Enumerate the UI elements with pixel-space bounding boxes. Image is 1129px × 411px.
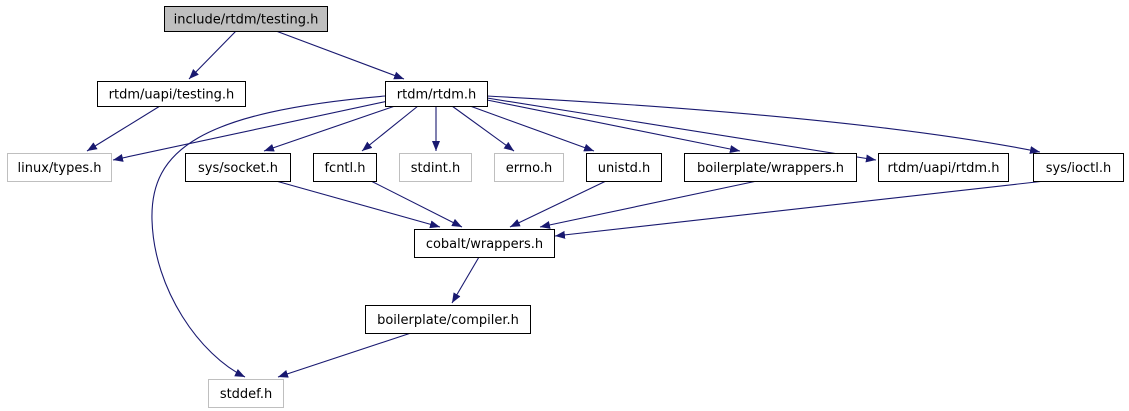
node-box (313, 153, 377, 182)
node-box (878, 153, 1009, 182)
node-label: boilerplate/compiler.h (377, 313, 519, 328)
edge-bp-compiler-h-to-stddef-h (277, 332, 412, 378)
edge-rtdm-h-to-unistd-h (469, 105, 595, 152)
node-label: stddef.h (220, 387, 272, 402)
node-errno-h: errno.h (494, 153, 564, 182)
node-rtdm-h[interactable]: rtdm/rtdm.h (385, 81, 488, 107)
node-stdint-h: stdint.h (399, 153, 472, 182)
node-box (494, 153, 564, 182)
edge-rtdm-h-to-errno-h (451, 105, 515, 152)
node-bp-compiler-h[interactable]: boilerplate/compiler.h (365, 305, 531, 334)
edge-rtdm-h-to-sys-socket-h (263, 105, 396, 152)
edge-uapi-testing-h-to-linux-types-h (86, 105, 161, 152)
node-box (385, 81, 488, 107)
edge-testing-h-to-rtdm-h (275, 30, 405, 80)
node-sys-socket-h[interactable]: sys/socket.h (185, 153, 291, 182)
edges (86, 30, 1046, 378)
node-label: rtdm/uapi/rtdm.h (888, 161, 1000, 176)
edge-rtdm-h-to-sys-ioctl-h (486, 95, 1041, 154)
node-testing-h[interactable]: include/rtdm/testing.h (164, 6, 328, 32)
node-box (164, 6, 328, 32)
edge-unistd-h-to-cobalt-wrappers-h (509, 180, 607, 228)
edge-rtdm-h-to-linux-types-h (112, 100, 389, 162)
node-label: cobalt/wrappers.h (426, 237, 543, 252)
edge-sys-socket-h-to-cobalt-wrappers-h (275, 180, 441, 229)
node-sys-ioctl-h[interactable]: sys/ioctl.h (1033, 153, 1124, 182)
node-label: rtdm/rtdm.h (397, 88, 476, 103)
node-cobalt-wrappers-h[interactable]: cobalt/wrappers.h (414, 229, 555, 258)
edge-bp-wrappers-h-to-cobalt-wrappers-h (539, 180, 758, 229)
node-label: fcntl.h (324, 161, 365, 176)
edge-rtdm-h-to-stddef-h (151, 95, 386, 378)
node-box (414, 229, 555, 258)
node-box (586, 153, 662, 182)
node-label: unistd.h (598, 161, 651, 176)
node-uapi-testing-h[interactable]: rtdm/uapi/testing.h (97, 81, 246, 107)
edge-rtdm-h-to-uapi-rtdm-h (486, 97, 877, 163)
node-label: sys/ioctl.h (1046, 161, 1111, 176)
edge-fcntl-h-to-cobalt-wrappers-h (370, 180, 463, 228)
node-bp-wrappers-h[interactable]: boilerplate/wrappers.h (684, 153, 857, 182)
node-label: stdint.h (411, 161, 460, 176)
node-label: boilerplate/wrappers.h (697, 161, 844, 176)
edge-rtdm-h-to-bp-wrappers-h (486, 99, 741, 153)
node-unistd-h[interactable]: unistd.h (586, 153, 662, 182)
node-label: include/rtdm/testing.h (174, 13, 319, 28)
node-box (684, 153, 857, 182)
nodes: include/rtdm/testing.h rtdm/uapi/testing.… (7, 6, 1124, 408)
node-linux-types-h: linux/types.h (7, 153, 112, 182)
node-label: linux/types.h (18, 161, 102, 176)
node-box (7, 153, 112, 182)
node-box (1033, 153, 1124, 182)
node-label: sys/socket.h (198, 161, 278, 176)
node-box (365, 305, 531, 334)
node-label: rtdm/uapi/testing.h (109, 88, 235, 103)
node-label: errno.h (506, 161, 553, 176)
edge-rtdm-h-to-fcntl-h (361, 105, 419, 152)
node-box (185, 153, 291, 182)
node-uapi-rtdm-h[interactable]: rtdm/uapi/rtdm.h (878, 153, 1009, 182)
node-stddef-h: stddef.h (208, 379, 284, 408)
edge-testing-h-to-uapi-testing-h (188, 30, 237, 80)
node-box (399, 153, 472, 182)
node-box (208, 379, 284, 408)
node-fcntl-h[interactable]: fcntl.h (313, 153, 377, 182)
node-box (97, 81, 246, 107)
edge-cobalt-wrappers-h-to-bp-compiler-h (451, 256, 480, 304)
edge-sys-ioctl-h-to-cobalt-wrappers-h (554, 180, 1046, 239)
